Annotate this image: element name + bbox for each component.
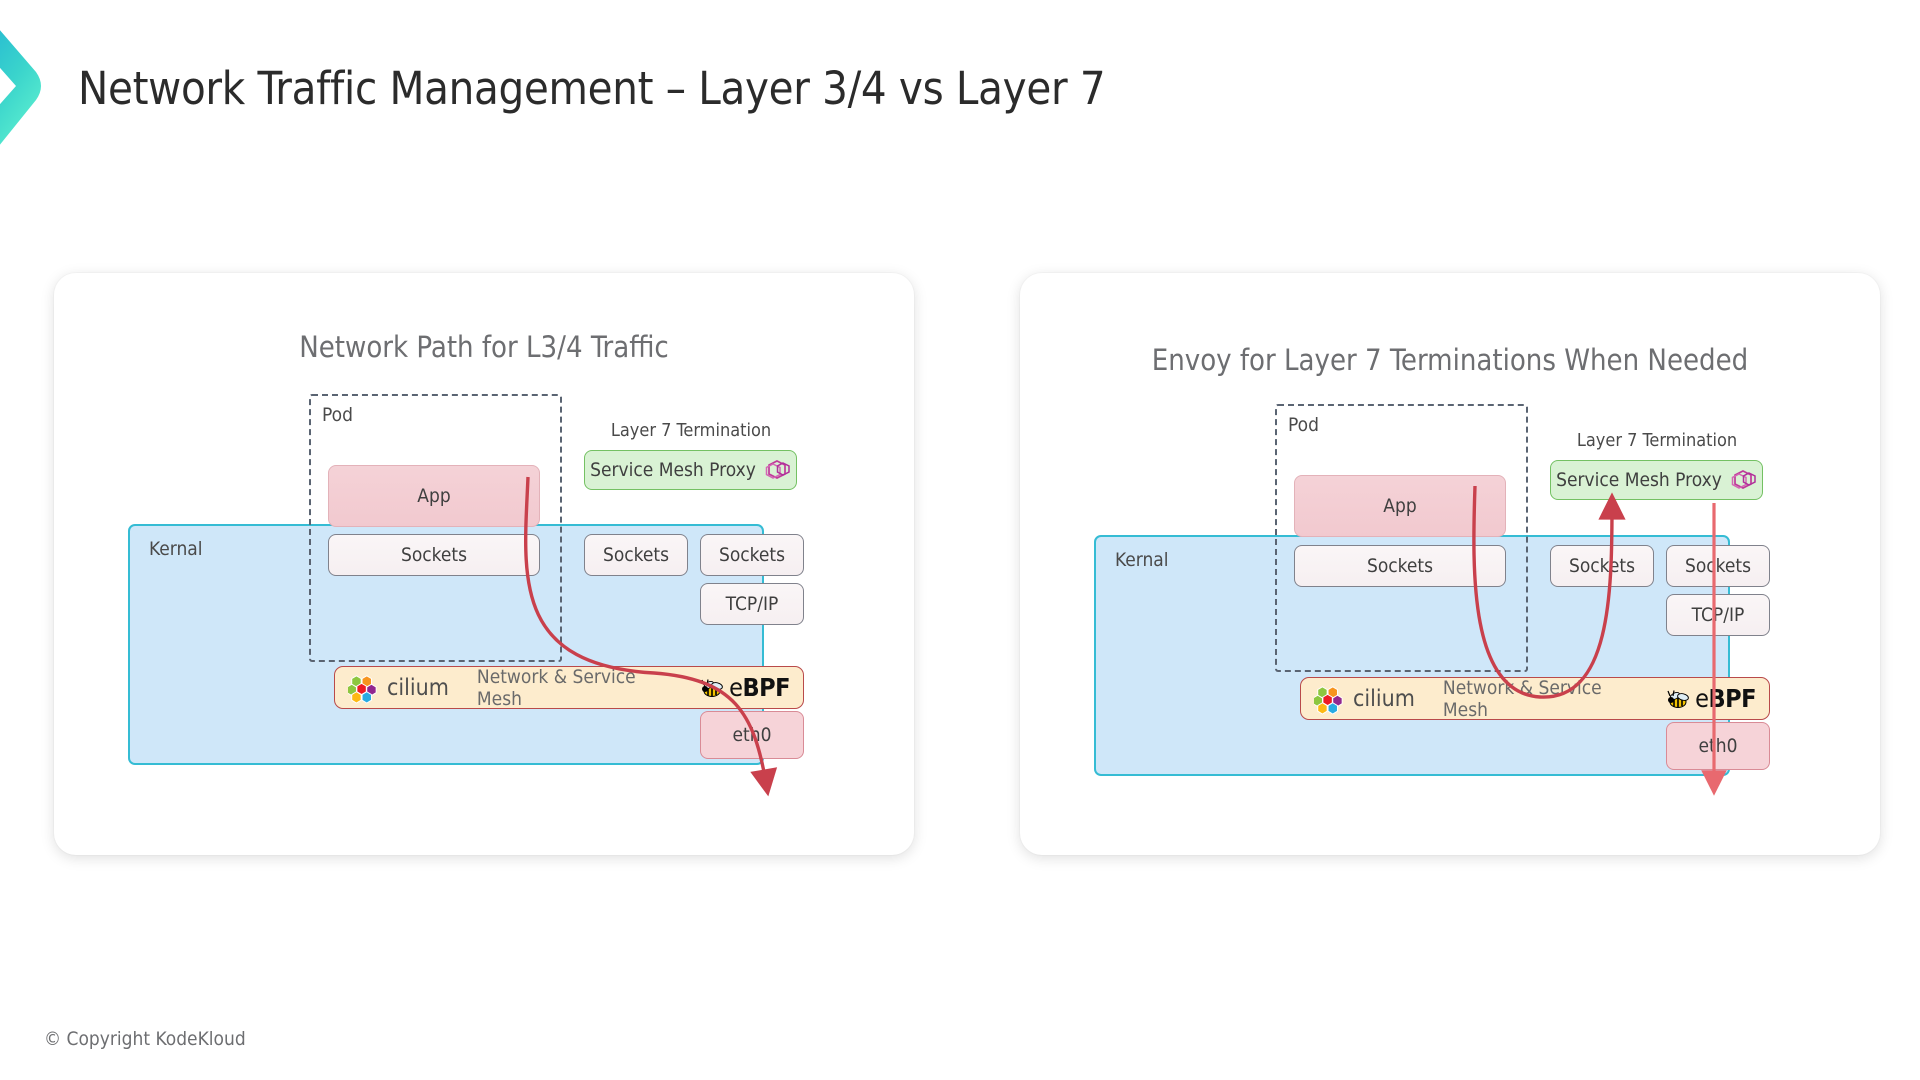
kernel-label-right: Kernal (1115, 549, 1169, 571)
panel-l34-traffic: Network Path for L3/4 Traffic Kernal Pod… (54, 273, 914, 855)
envoy-logo-icon (765, 460, 790, 479)
node-service-mesh-proxy-right[interactable]: Service Mesh Proxy (1550, 460, 1763, 500)
ebpf-bee-icon (1667, 689, 1689, 708)
page-title: Network Traffic Management – Layer 3/4 v… (78, 62, 1106, 115)
node-eth0-left[interactable]: eth0 (700, 711, 804, 759)
panel-title-left: Network Path for L3/4 Traffic (299, 330, 669, 364)
l7-termination-label-right: Layer 7 Termination (1576, 430, 1738, 451)
kernel-label-left: Kernal (149, 538, 203, 560)
node-pod-sockets-left[interactable]: Sockets (328, 534, 540, 576)
node-stack-sockets-right[interactable]: Sockets (1666, 545, 1770, 587)
ebpf-wordmark-right: eBPF (1695, 684, 1756, 713)
node-proxy-label-left: Service Mesh Proxy (590, 459, 756, 481)
node-app-left[interactable]: App (328, 465, 540, 527)
cilium-hex-logo-icon (348, 674, 377, 704)
node-pod-sockets-right[interactable]: Sockets (1294, 545, 1506, 587)
node-app-right[interactable]: App (1294, 475, 1506, 537)
cilium-wordmark: cilium (387, 674, 449, 701)
node-proxy-sockets-right[interactable]: Sockets (1550, 545, 1654, 587)
node-proxy-sockets-left[interactable]: Sockets (584, 534, 688, 576)
chevron-logo-icon (0, 30, 41, 145)
pod-label-right: Pod (1288, 414, 1319, 436)
node-stack-sockets-left[interactable]: Sockets (700, 534, 804, 576)
cilium-bar-right[interactable]: cilium Network & Service Mesh eBPF (1300, 676, 1770, 721)
node-service-mesh-proxy-left[interactable]: Service Mesh Proxy (584, 450, 797, 490)
footer-copyright: © Copyright KodeKloud (44, 1028, 246, 1050)
pod-box-right (1275, 404, 1528, 672)
cilium-wordmark: cilium (1353, 685, 1415, 712)
l7-termination-label-left: Layer 7 Termination (610, 420, 772, 441)
envoy-logo-icon (1731, 470, 1756, 489)
cilium-bar-left[interactable]: cilium Network & Service Mesh eBPF (334, 665, 804, 710)
panel-envoy-l7: Envoy for Layer 7 Terminations When Need… (1020, 273, 1880, 855)
node-tcpip-right[interactable]: TCP/IP (1666, 594, 1770, 636)
node-eth0-right[interactable]: eth0 (1666, 722, 1770, 770)
cilium-tagline-left: Network & Service Mesh (476, 665, 636, 710)
pod-box-left (309, 394, 562, 662)
pod-label-left: Pod (322, 404, 353, 426)
cilium-tagline-right: Network & Service Mesh (1442, 676, 1602, 721)
node-proxy-label-right: Service Mesh Proxy (1556, 469, 1722, 491)
panel-title-right: Envoy for Layer 7 Terminations When Need… (1151, 343, 1749, 377)
node-tcpip-left[interactable]: TCP/IP (700, 583, 804, 625)
cilium-hex-logo-icon (1314, 685, 1343, 715)
ebpf-wordmark-left: eBPF (729, 673, 790, 702)
ebpf-bee-icon (701, 678, 723, 697)
